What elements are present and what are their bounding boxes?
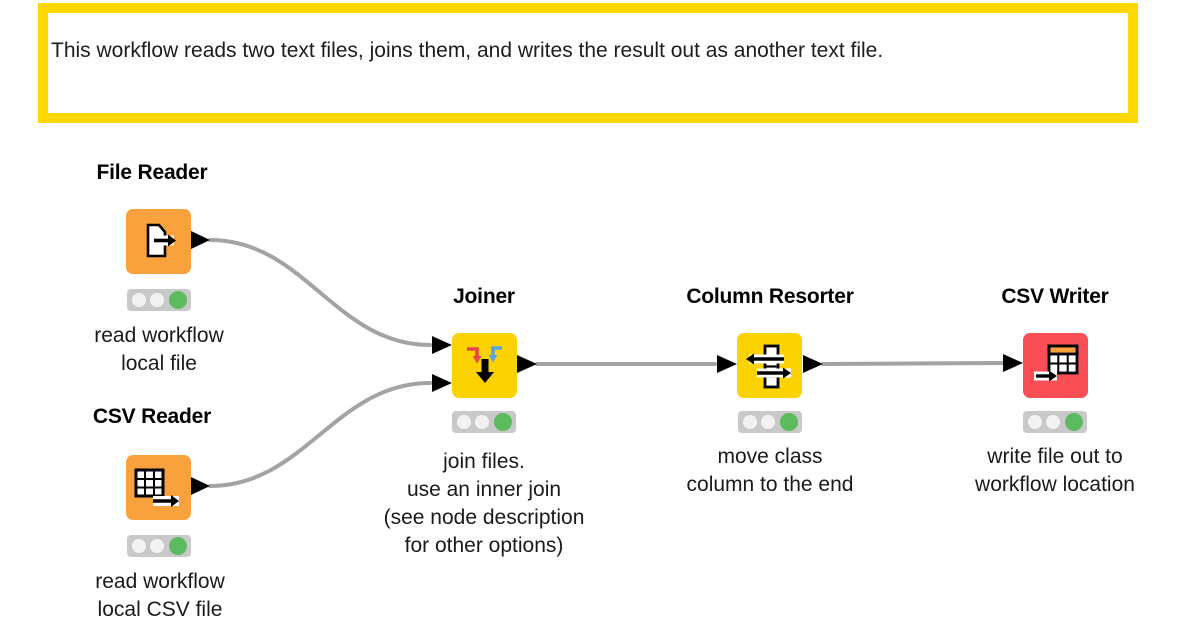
caption-line: local CSV file (97, 598, 223, 621)
joiner-output-port[interactable] (517, 355, 537, 373)
node-caption-csv-writer: write file out to workflow location (905, 443, 1200, 499)
caption-line: move class (717, 445, 823, 468)
caption-line: (see node description (383, 506, 585, 529)
status-light-yellow-off (475, 415, 489, 429)
status-light-red-off (1027, 415, 1042, 429)
column-swap-arrows-icon (746, 344, 791, 389)
status-light-green-on (779, 413, 798, 431)
table-write-icon (1034, 344, 1079, 382)
status-light-yellow-off (761, 415, 775, 429)
status-light-yellow-off (150, 293, 164, 307)
status-light-red-off (742, 415, 757, 429)
caption-line: read workflow (94, 324, 224, 347)
node-title-csv-writer: CSV Writer (1001, 285, 1109, 308)
csv-writer-input-port[interactable] (1003, 354, 1023, 372)
column-resorter-input-port[interactable] (717, 355, 737, 373)
status-light-yellow-off (1046, 415, 1060, 429)
node-title-file-reader: File Reader (96, 161, 208, 184)
status-traffic-light (127, 535, 191, 557)
status-light-green-on (168, 537, 187, 555)
status-light-green-on (168, 291, 187, 309)
caption-line: local file (121, 352, 197, 375)
node-title-joiner: Joiner (453, 285, 515, 308)
caption-line: column to the end (686, 473, 854, 496)
status-traffic-light (127, 289, 191, 311)
document-export-icon (146, 223, 176, 258)
node-caption-csv-reader: read workflow local CSV file (10, 568, 310, 624)
status-traffic-light (1023, 411, 1087, 433)
node-caption-column-resorter: move class column to the end (620, 443, 920, 499)
node-caption-file-reader: read workflow local file (9, 322, 309, 378)
node-file-reader[interactable] (126, 209, 191, 274)
status-light-yellow-off (150, 539, 164, 553)
column-resorter-output-port[interactable] (803, 355, 823, 373)
table-export-icon (134, 468, 179, 507)
caption-line: join files. (443, 450, 525, 473)
caption-line: workflow location (975, 473, 1135, 496)
node-csv-reader[interactable] (126, 455, 191, 520)
joiner-input-port-bottom[interactable] (432, 374, 452, 392)
node-column-resorter[interactable] (737, 333, 802, 398)
status-light-red-off (131, 293, 146, 307)
csv-reader-output-port[interactable] (191, 477, 210, 495)
joiner-input-port-top[interactable] (432, 336, 452, 354)
node-title-csv-reader: CSV Reader (92, 405, 212, 428)
merge-arrows-icon (467, 346, 502, 383)
status-light-green-on (1064, 413, 1083, 431)
caption-line: for other options) (404, 534, 564, 557)
file-reader-output-port[interactable] (191, 231, 210, 249)
wire-file-reader-to-joiner[interactable] (208, 238, 432, 347)
node-csv-writer[interactable] (1023, 333, 1088, 398)
caption-line: use an inner join (406, 478, 562, 501)
status-light-red-off (456, 415, 471, 429)
annotation-text: This workflow reads two text files, join… (51, 39, 884, 62)
workflow-annotation[interactable]: This workflow reads two text files, join… (38, 3, 1138, 123)
wire-csv-reader-to-joiner[interactable] (208, 381, 432, 488)
node-title-column-resorter: Column Resorter (686, 285, 854, 308)
node-caption-joiner: join files. use an inner join (see node … (334, 448, 634, 560)
node-joiner[interactable] (452, 333, 517, 398)
status-traffic-light (738, 411, 802, 433)
caption-line: read workflow (95, 570, 225, 593)
wire-column-resorter-to-csv-writer[interactable] (821, 361, 1005, 366)
caption-line: write file out to (987, 445, 1123, 468)
status-light-red-off (131, 539, 146, 553)
status-light-green-on (493, 413, 512, 431)
status-traffic-light (452, 411, 516, 433)
